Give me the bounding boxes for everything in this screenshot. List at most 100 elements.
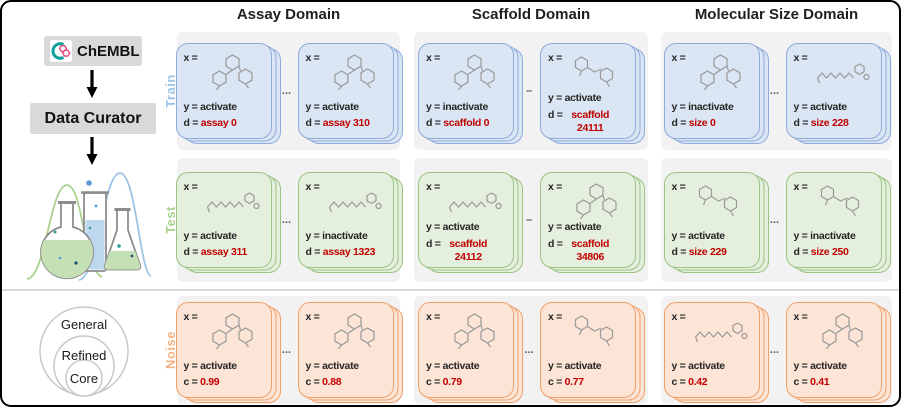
ellipsis: ...: [769, 344, 780, 356]
molecular-size-domain-column: Molecular Size Domain x = y = inactivate…: [661, 0, 892, 418]
scaffold-test-panel: x = y = activate d = scaffold 24112 – x …: [414, 158, 648, 282]
ellipsis: ...: [281, 344, 292, 356]
meta-key: d =: [548, 108, 566, 121]
test-sample-card: x = y = inactivate d = size 250: [785, 172, 882, 268]
size-train-panel: x = y = inactivate d = size 0 ... x = y …: [661, 32, 892, 150]
chembl-source-badge: ChEMBL: [44, 36, 142, 66]
card-stack: x = y = activate d = assay 310: [297, 43, 394, 139]
x-label: x =: [671, 181, 686, 193]
card-stack: x = y = activate c = 0.77: [540, 302, 636, 398]
meta-key: d =: [793, 117, 811, 130]
ellipsis: –: [525, 85, 533, 97]
x-label: x =: [548, 181, 562, 193]
x-label: x =: [305, 311, 320, 323]
subset-label-refined: Refined: [61, 348, 107, 363]
y-label: y = inactivate: [305, 229, 368, 242]
card-stack: x = y = inactivate d = assay 1323: [297, 172, 394, 268]
meta-key: c =: [426, 376, 443, 389]
y-label: y = activate: [183, 359, 238, 372]
train-sample-card: x = y = activate d = size 228: [785, 43, 882, 139]
meta-value: 0.77: [564, 376, 585, 389]
y-label: y = inactivate: [793, 229, 856, 242]
meta-key: c =: [671, 376, 689, 389]
y-label: y = activate: [671, 359, 726, 372]
subset-label-core: Core: [69, 371, 99, 386]
x-label: x =: [426, 181, 440, 193]
size-test-panel: x = y = activate d = size 229 ... x = y …: [661, 158, 892, 282]
meta-value: size 228: [810, 117, 849, 130]
meta-key: d =: [793, 246, 811, 259]
molecule-structure: [211, 313, 253, 350]
assay-train-panel: x = y = activate d = assay 0 ... x = y =…: [175, 32, 400, 150]
molecule-structure: [448, 192, 502, 213]
meta-key: d =: [426, 117, 444, 130]
train-sample-card: x = y = inactivate d = size 0: [663, 43, 760, 139]
y-label: y = activate: [305, 359, 360, 372]
ellipsis: ...: [524, 344, 534, 356]
noise-sample-card: x = y = activate c = 0.88: [297, 302, 394, 398]
train-sample-card: x = y = activate d = assay 310: [297, 43, 394, 139]
ellipsis: ...: [769, 214, 780, 226]
x-label: x =: [671, 311, 686, 323]
meta-key: c =: [548, 376, 565, 389]
molecular-size-domain-title: Molecular Size Domain: [694, 6, 859, 23]
noise-sample-card: x = y = activate c = 0.41: [785, 302, 882, 398]
meta-value: size 250: [810, 246, 849, 259]
card-stack: x = y = activate d = scaffold 24112: [418, 172, 514, 268]
y-label: y = activate: [426, 359, 480, 372]
meta-key: c =: [793, 376, 811, 389]
assay-domain-column: Assay Domain x = y = activate d = assay …: [175, 0, 400, 418]
ellipsis: –: [525, 214, 533, 226]
meta-value: 0.99: [200, 376, 220, 389]
size-noise-panel: x = y = activate c = 0.42 ... x = y = ac…: [661, 296, 892, 404]
card-stack: x = y = activate d = size 228: [785, 43, 882, 139]
card-stack: x = y = activate c = 0.79: [418, 302, 514, 398]
assay-domain-title: Assay Domain: [236, 6, 341, 23]
chembl-logo-icon: [50, 40, 72, 62]
domain-label: d = scaffold 0: [426, 117, 506, 131]
card-stack: x = y = activate c = 0.42: [663, 302, 760, 398]
domain-label: d = size 228: [794, 117, 874, 131]
scaffold-domain-title: Scaffold Domain: [471, 6, 591, 23]
y-label: y = activate: [183, 100, 238, 113]
meta-value: scaffold 24112: [449, 237, 488, 263]
molecule-structure: [694, 322, 748, 343]
meta-key: d =: [671, 246, 689, 259]
domain-label: d = scaffold 24112: [426, 238, 506, 264]
molecule-structure: [454, 313, 495, 350]
card-stack: x = y = inactivate d = scaffold 0: [418, 43, 514, 139]
train-sample-card: x = y = activate d = scaffold 24111: [540, 43, 636, 139]
molecule-structure: [211, 54, 253, 91]
nested-circles-icon: [39, 306, 129, 397]
y-label: y = activate: [793, 100, 848, 113]
data-curator-label: Data Curator: [44, 109, 142, 127]
domain-label: d = assay 0: [184, 117, 264, 131]
molecule-structure: [698, 185, 737, 217]
confidence-label: c = 0.42: [672, 376, 752, 390]
noise-sample-card: x = y = activate c = 0.42: [663, 302, 760, 398]
x-label: x =: [183, 311, 198, 323]
flasks-illustration: [26, 172, 152, 281]
x-label: x =: [426, 52, 440, 64]
data-curator-box: Data Curator: [30, 103, 156, 134]
assay-test-panel: x = y = activate d = assay 311 ... x = y…: [175, 158, 400, 282]
x-label: x =: [671, 52, 686, 64]
meta-value: assay 1323: [322, 246, 376, 259]
meta-value: scaffold 24111: [571, 108, 610, 134]
meta-key: d =: [426, 237, 444, 250]
scaffold-train-panel: x = y = inactivate d = scaffold 0 – x = …: [414, 32, 648, 150]
meta-value: 0.42: [688, 376, 708, 389]
y-label: y = inactivate: [426, 100, 489, 113]
train-sample-card: x = y = inactivate d = scaffold 0: [418, 43, 514, 139]
meta-key: d =: [305, 246, 323, 259]
card-stack: x = y = inactivate d = size 250: [785, 172, 882, 268]
down-arrow-icon: [86, 70, 98, 98]
x-label: x =: [548, 52, 562, 64]
domain-label: d = assay 310: [306, 117, 386, 131]
card-stack: x = y = activate d = scaffold 24111: [540, 43, 636, 139]
confidence-label: c = 0.79: [426, 376, 506, 390]
x-label: x =: [183, 181, 198, 193]
meta-value: scaffold 0: [443, 117, 490, 130]
card-stack: x = y = activate d = assay 0: [175, 43, 272, 139]
domain-label: d = size 0: [672, 117, 752, 131]
